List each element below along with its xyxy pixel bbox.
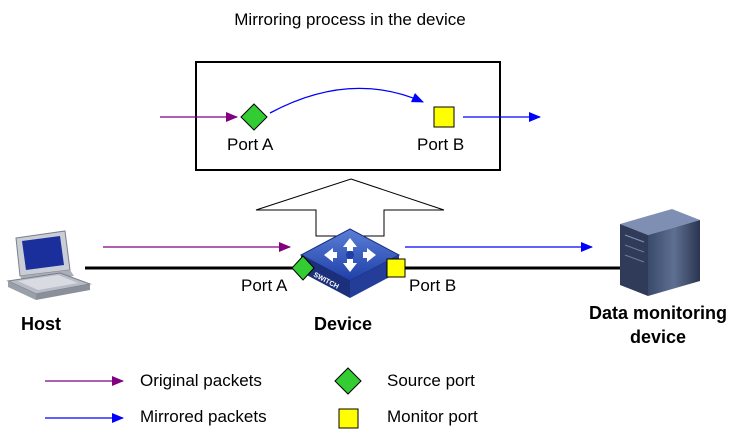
inset-port-b-label: Port B [417, 135, 465, 154]
switch-icon: SWITCH [299, 228, 401, 298]
inset-mirror-arc [269, 87, 424, 114]
diagram-title: Mirroring process in the device [234, 10, 466, 29]
device-port-a-label: Port A [241, 276, 288, 295]
device-label: Device [314, 314, 373, 334]
legend-diamond-icon [334, 367, 362, 395]
square-icon [433, 106, 455, 128]
diamond-icon [240, 103, 268, 131]
inset-port-a-label: Port A [227, 135, 274, 154]
source-port-icon [291, 255, 315, 281]
device-port-b-label: Port B [409, 276, 457, 295]
legend-original-label: Original packets [140, 371, 262, 390]
monitor-device-label: Data monitoring device [589, 303, 727, 347]
pc-icon [6, 230, 92, 300]
server-icon [620, 209, 700, 296]
legend-monitor-label: Monitor port [387, 407, 478, 426]
legend-square-icon [338, 408, 359, 429]
up-arrow-icon [255, 178, 445, 237]
legend-source-label: Source port [387, 371, 475, 390]
legend-mirrored-label: Mirrored packets [140, 407, 267, 426]
monitor-port-icon [386, 258, 406, 278]
host-label: Host [21, 314, 61, 334]
